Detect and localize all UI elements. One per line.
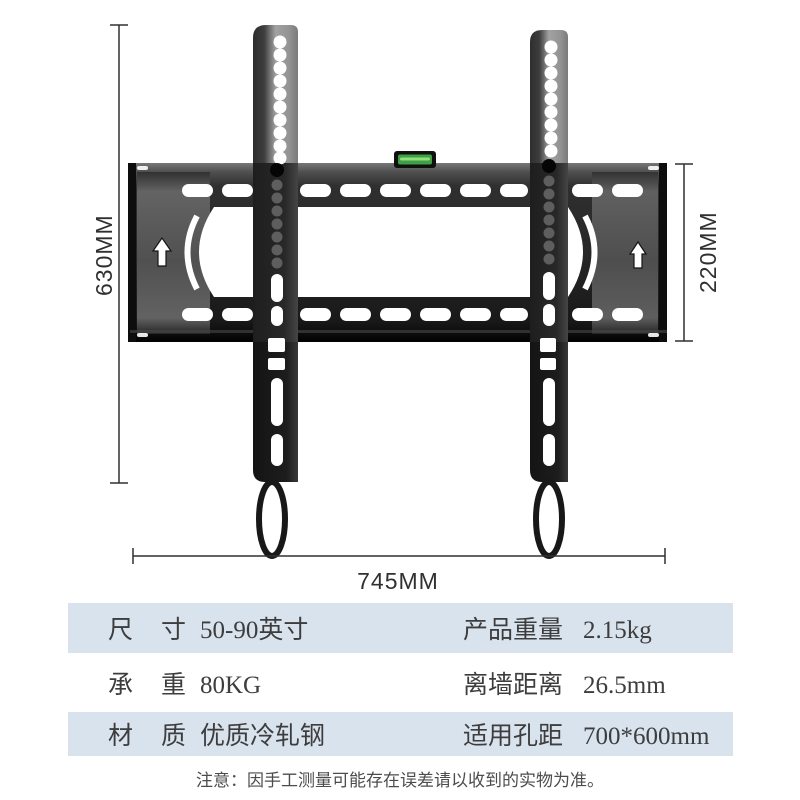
table-row: 材质 优质冷轧钢 适用孔距 700*600mm bbox=[68, 712, 733, 756]
spec-value: 2.15kg bbox=[583, 617, 652, 644]
spec-label: 承重 bbox=[108, 671, 186, 699]
corner-notch bbox=[137, 333, 148, 337]
wall-plate-left-edge bbox=[128, 163, 136, 342]
dimension-lines bbox=[110, 24, 693, 564]
spec-cell: 产品重量 2.15kg bbox=[463, 610, 652, 646]
spec-label: 材质 bbox=[108, 723, 186, 750]
spec-label: 尺寸 bbox=[108, 617, 186, 644]
plate-window-left-ridge bbox=[184, 214, 200, 291]
wall-plate-right-panel bbox=[592, 172, 658, 334]
left-upright-holes bbox=[268, 35, 287, 466]
up-arrow-icon bbox=[151, 236, 173, 267]
spec-value: 700*600mm bbox=[583, 723, 710, 750]
wall-plate bbox=[128, 151, 667, 342]
spec-cell: 承重 80KG bbox=[108, 665, 261, 701]
plate-window-right-ridge bbox=[582, 214, 598, 291]
spec-label: 离墙距离 bbox=[463, 671, 564, 699]
plate-height-dimension-label: 220MM bbox=[695, 211, 721, 293]
safety-strap-loop bbox=[533, 479, 565, 559]
table-row: 尺寸 50-90英寸 产品重量 2.15kg bbox=[68, 603, 733, 653]
corner-notch bbox=[648, 333, 659, 337]
table-row: 承重 80KG 离墙距离 26.5mm bbox=[68, 653, 733, 712]
spec-value: 80KG bbox=[200, 671, 262, 699]
left-upright-arm bbox=[253, 25, 298, 559]
spec-label: 产品重量 bbox=[463, 617, 564, 644]
spec-table: 尺寸 50-90英寸 产品重量 2.15kg 承重 80KG 离墙距离 26.5… bbox=[68, 603, 733, 756]
safety-strap-loop bbox=[256, 479, 288, 559]
wall-plate-bottom-flange bbox=[130, 330, 667, 333]
slot-row-top bbox=[182, 184, 643, 197]
disclaimer-note: 注意：因手工测量可能存在误差请以收到的实物为准。 bbox=[196, 771, 604, 790]
spec-cell: 材质 优质冷轧钢 bbox=[108, 716, 325, 752]
corner-notch bbox=[137, 166, 148, 170]
wall-plate-left-panel bbox=[137, 172, 210, 334]
wall-plate-right-edge bbox=[659, 163, 667, 342]
spec-value: 50-90英寸 bbox=[200, 617, 309, 644]
height-dimension-label: 630MM bbox=[91, 214, 117, 296]
corner-notch bbox=[648, 166, 659, 170]
spec-cell: 适用孔距 700*600mm bbox=[463, 716, 709, 752]
spec-cell: 尺寸 50-90英寸 bbox=[108, 610, 308, 646]
right-upright-arm bbox=[530, 30, 568, 559]
spec-label: 适用孔距 bbox=[463, 723, 564, 750]
spec-value: 优质冷轧钢 bbox=[200, 723, 326, 750]
slot-row-bottom bbox=[182, 308, 643, 321]
spec-cell: 离墙距离 26.5mm bbox=[463, 665, 666, 701]
width-dimension-label: 745MM bbox=[357, 568, 439, 594]
spec-value: 26.5mm bbox=[583, 671, 666, 699]
bracket-diagram: 630MM 220MM 745MM bbox=[91, 24, 721, 594]
up-arrow-icon bbox=[628, 240, 648, 269]
bubble-level-icon bbox=[394, 151, 436, 168]
right-upright-holes bbox=[540, 40, 558, 466]
